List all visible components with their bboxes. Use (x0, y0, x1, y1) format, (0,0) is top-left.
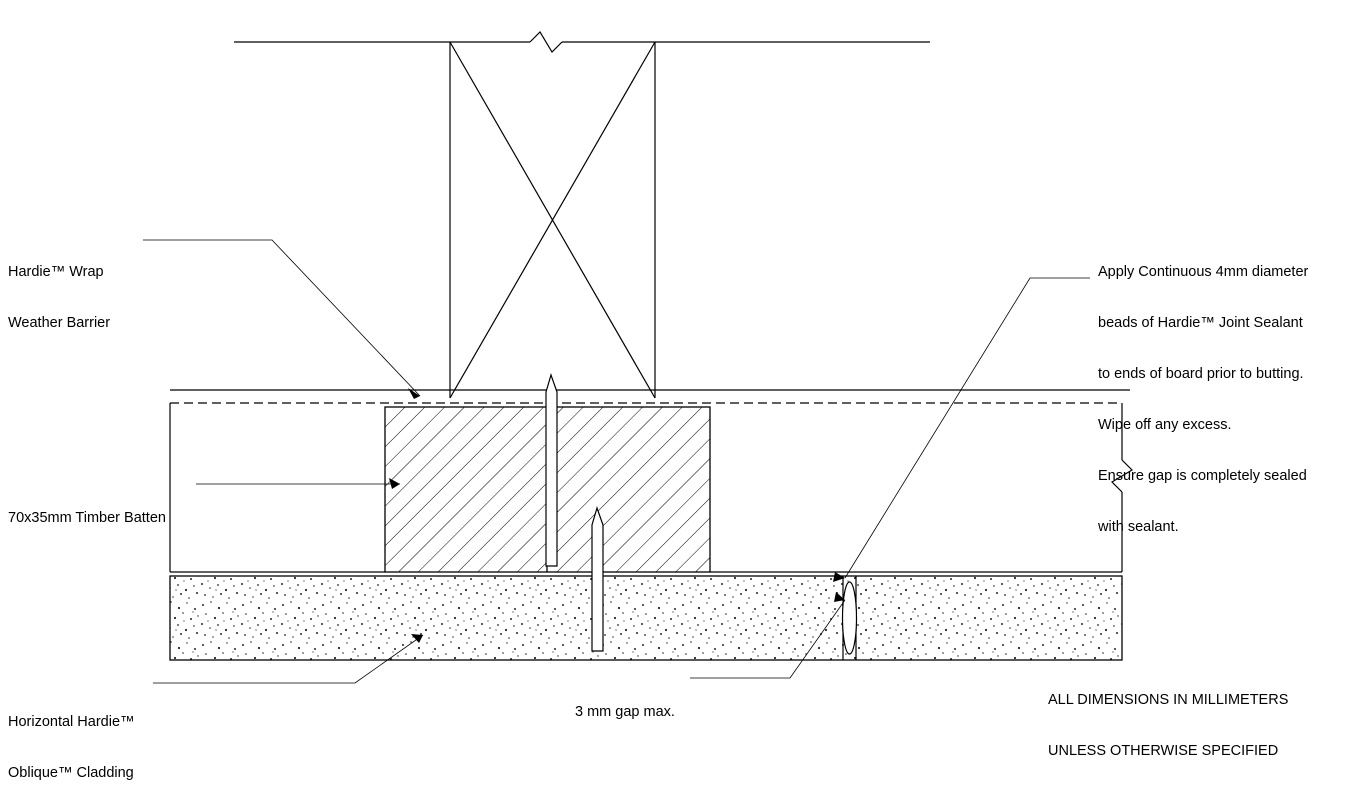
label-sealant-line1: Apply Continuous 4mm diameter (1098, 264, 1309, 280)
arrowhead-timber-batten (389, 478, 400, 489)
label-cladding-line2: Oblique™ Cladding (8, 765, 134, 781)
label-sealant-line3: to ends of board prior to butting. (1098, 366, 1304, 382)
arrowhead-weather-barrier (408, 388, 420, 399)
label-units-line2: UNLESS OTHERWISE SPECIFIED (1048, 743, 1279, 759)
construction-detail-drawing (143, 31, 1133, 684)
label-sealant-line4: Wipe off any excess. (1098, 417, 1232, 433)
arrowhead-cladding (411, 634, 423, 643)
stud-diagonal-2 (449, 41, 656, 399)
fixings (545, 373, 604, 652)
label-gap-line1: 3 mm gap max. (575, 704, 675, 720)
label-weather-barrier-line2: Weather Barrier (8, 315, 111, 331)
cavity-lines (169, 403, 1133, 573)
weather-barrier-plane (170, 389, 1130, 404)
nail-lower (591, 506, 604, 652)
leader-cladding (153, 634, 424, 684)
label-cladding-line1: Horizontal Hardie™ (8, 714, 135, 730)
sealant-bead (841, 581, 858, 655)
label-sealant-line5: Ensure gap is completely sealed (1098, 468, 1307, 484)
label-cladding: Horizontal Hardie™ Oblique™ Cladding (8, 680, 135, 799)
label-units-line1: ALL DIMENSIONS IN MILLIMETERS (1048, 692, 1289, 708)
label-units-note: ALL DIMENSIONS IN MILLIMETERS UNLESS OTH… (1048, 658, 1288, 777)
label-timber-batten: 70x35mm Timber Batten (8, 476, 166, 544)
cladding-board (169, 575, 1123, 661)
break-symbol-right (1111, 459, 1133, 493)
leader-gap (690, 599, 846, 679)
leader-lines (143, 239, 1090, 684)
label-timber-batten-line1: 70x35mm Timber Batten (8, 510, 166, 526)
stud-elevation (234, 31, 930, 399)
label-weather-barrier-line1: Hardie™ Wrap (8, 264, 104, 280)
arrowhead-sealant (833, 572, 845, 582)
leader-sealant (844, 277, 1090, 579)
break-symbol-top (529, 31, 563, 53)
nail-upper (545, 373, 558, 567)
label-gap: 3 mm gap max. (575, 670, 675, 738)
label-sealant-line2: beads of Hardie™ Joint Sealant (1098, 315, 1303, 331)
leader-arrowheads (389, 388, 845, 643)
arrowhead-gap (834, 592, 845, 602)
label-weather-barrier: Hardie™ Wrap Weather Barrier (8, 230, 110, 349)
label-sealant-note: Apply Continuous 4mm diameter beads of H… (1098, 230, 1308, 553)
label-sealant-line6: with sealant. (1098, 519, 1179, 535)
leader-weather-barrier (143, 239, 421, 397)
